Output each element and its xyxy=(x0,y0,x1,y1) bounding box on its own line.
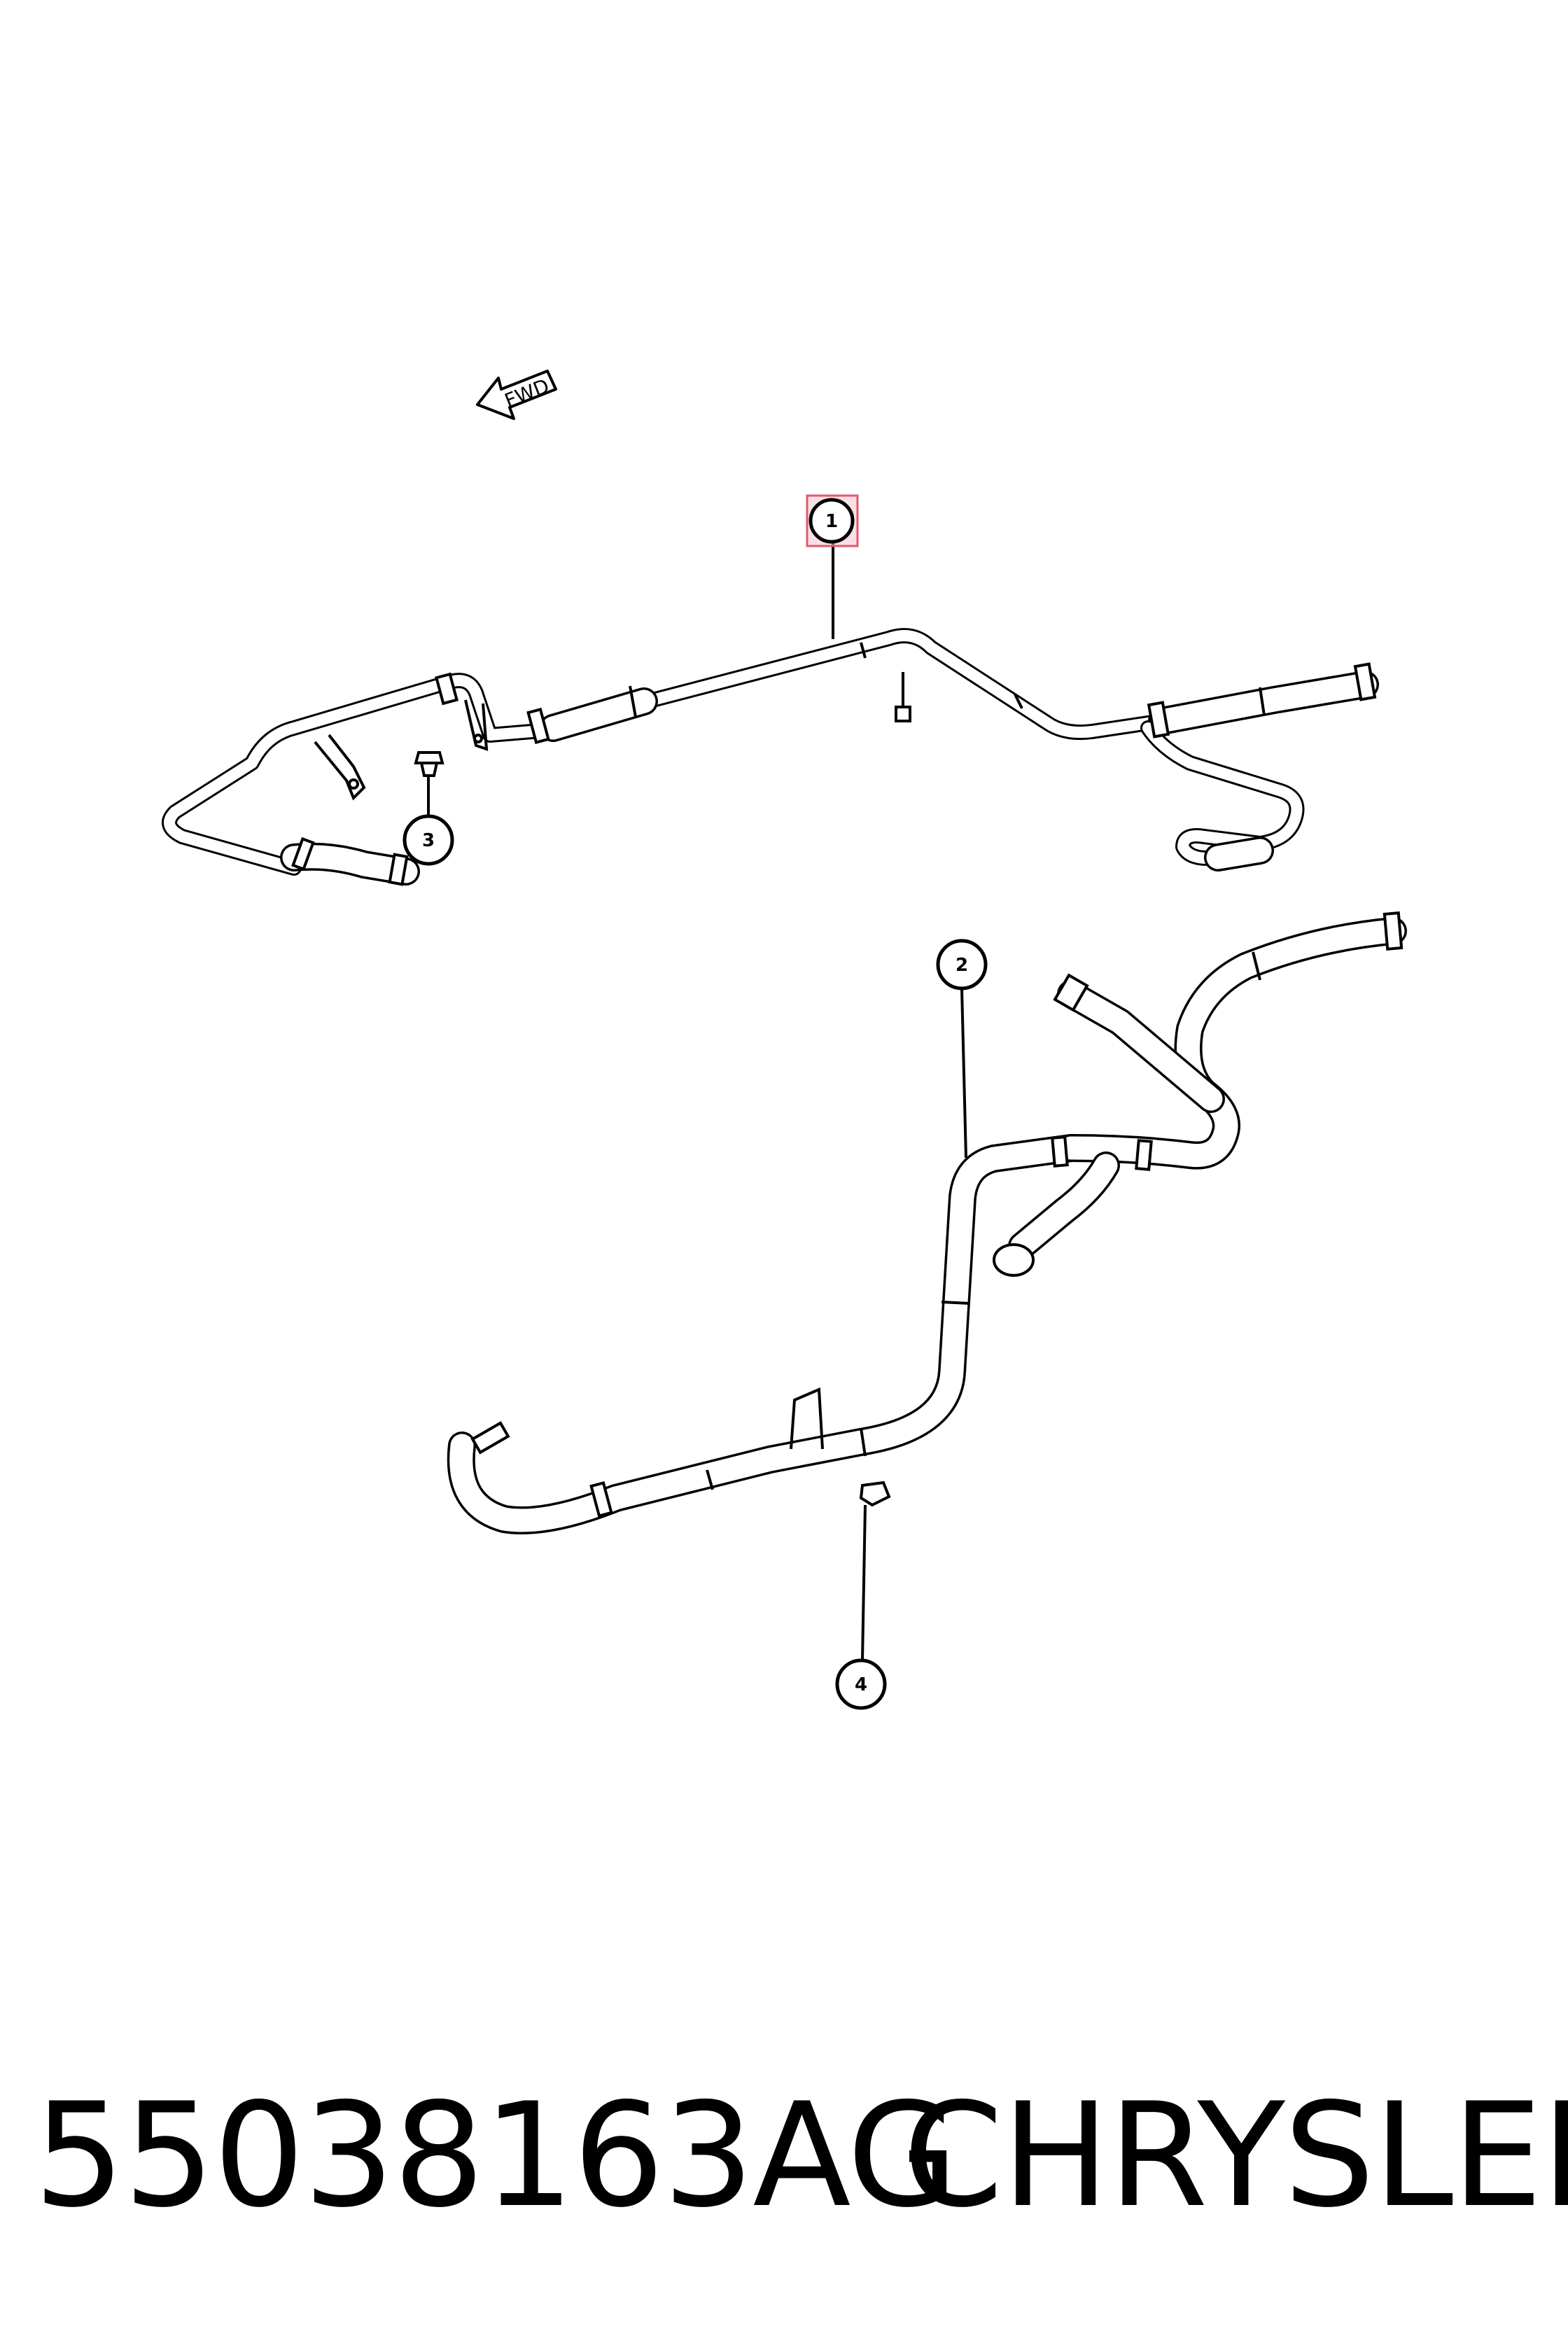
forward-arrow-icon: FWD xyxy=(476,370,557,420)
callout-1[interactable]: 1 xyxy=(806,494,859,639)
callout-2[interactable]: 2 xyxy=(936,939,988,1158)
callout-2-label: 2 xyxy=(955,955,968,976)
callout-1-label: 1 xyxy=(825,511,838,532)
heater-hose-assembly-upper xyxy=(162,628,1379,886)
part-number: 55038163AG xyxy=(34,2073,958,2239)
callout-4[interactable]: 4 xyxy=(835,1504,887,1710)
heater-hose-assembly-lower xyxy=(447,911,1407,1534)
callout-3[interactable]: 3 xyxy=(402,777,454,866)
callout-4-label: 4 xyxy=(855,1674,867,1695)
brand-name: CHRYSLER xyxy=(903,2073,1568,2239)
push-pin-fastener-upper xyxy=(414,751,444,777)
callout-3-label: 3 xyxy=(422,830,435,851)
push-pin-fastener-lower xyxy=(859,1480,891,1507)
